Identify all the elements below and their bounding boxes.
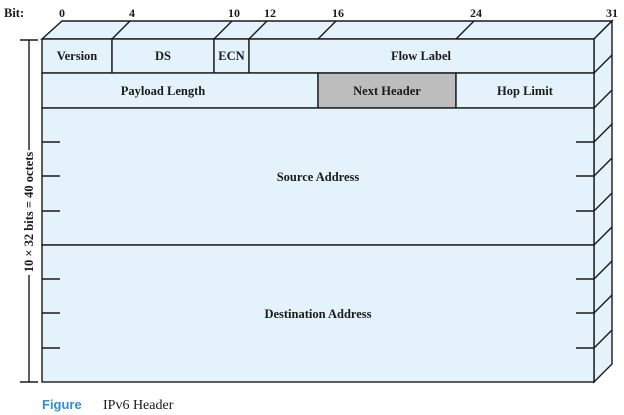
next-header-label: Next Header [353,84,421,98]
source-address-label: Source Address [277,170,360,184]
bit-number-16: 16 [332,6,344,20]
bit-number-12: 12 [264,6,276,20]
caption-key: Figure [42,397,82,412]
top-divider-24 [455,20,475,40]
top-divider-12 [248,20,268,40]
bit-number-31: 31 [606,6,618,20]
field-ecn [213,38,250,74]
ds-label: DS [155,49,171,63]
bit-label: Bit: [4,6,24,20]
field-ds [111,38,215,74]
caption-text: IPv6 Header [103,398,174,413]
payload-length-label: Payload Length [121,84,205,98]
top-divider-10 [213,20,233,40]
destination-address-label: Destination Address [264,307,371,321]
side-face-ticks [593,54,613,349]
field-destination-address [41,244,595,383]
field-hop-limit [455,72,595,109]
top-divider-16 [317,20,337,40]
size-label: 10 × 32 bits = 40 octets [22,152,36,273]
flow-label-label: Flow Label [391,49,452,63]
bit-number-10: 10 [228,6,240,20]
ecn-label: ECN [218,49,244,63]
bit-number-4: 4 [129,6,135,20]
hop-limit-label: Hop Limit [497,84,554,98]
top-divider-4 [111,20,131,40]
version-label: Version [57,49,98,63]
bit-number-24: 24 [470,6,482,20]
size-dimension-line [20,39,38,383]
field-source-address [41,107,595,246]
bit-number-0: 0 [59,6,65,20]
source-address-word-ticks [42,141,594,212]
destination-address-word-ticks [42,278,594,349]
